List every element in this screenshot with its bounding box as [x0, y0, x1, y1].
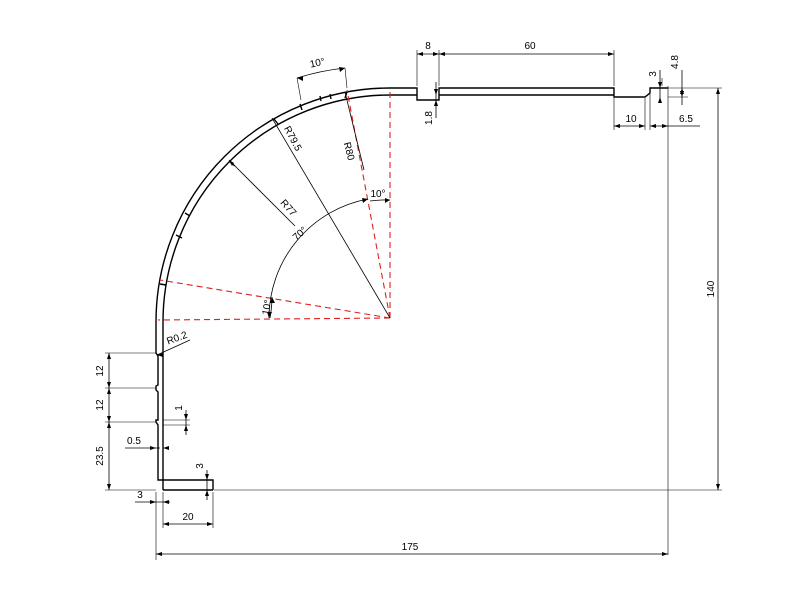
arc-notches	[159, 91, 348, 286]
dim-label-r77: R77	[278, 198, 299, 219]
dim-label-12-b: 12	[95, 399, 106, 411]
dim-label-3-bottom-v: 3	[195, 463, 206, 469]
dim-label-175: 175	[402, 542, 419, 553]
dim-label-70deg: 70°	[291, 225, 310, 243]
dim-label-1-8: 1.8	[424, 111, 435, 125]
dim-label-6-5: 6.5	[679, 114, 693, 125]
bottom-flange	[163, 479, 214, 490]
outer-profile	[155, 87, 668, 491]
dim-label-4-8: 4.8	[670, 55, 681, 69]
dimension-lines	[108, 53, 719, 555]
dim-label-12-a: 12	[95, 365, 106, 377]
dim-label-60: 60	[524, 41, 536, 52]
dim-label-3-bottom-h: 3	[137, 490, 143, 501]
dim-label-10deg-left: 10°	[261, 299, 274, 316]
dim-label-23-5: 23.5	[95, 446, 106, 466]
dim-label-0-5: 0.5	[127, 436, 141, 447]
dim-label-r80: R80	[341, 141, 356, 162]
inner-profile	[162, 94, 614, 480]
part-outline	[155, 87, 668, 491]
dim-label-3-top: 3	[648, 71, 659, 77]
dim-label-8: 8	[425, 41, 431, 52]
extension-lines	[105, 50, 722, 560]
dim-label-10deg-mid: 10°	[370, 189, 385, 200]
dimension-labels: 8 60 3 4.8 10 6.5 1.8 10° R79.5 R80 R77 …	[95, 41, 717, 553]
centerlines	[157, 88, 391, 321]
dim-label-r0-2: R0.2	[165, 330, 189, 348]
dim-label-10deg-top: 10°	[309, 57, 326, 71]
dim-label-1: 1	[174, 405, 185, 411]
dim-label-10-right: 10	[625, 114, 637, 125]
dim-label-140: 140	[706, 280, 717, 297]
dim-label-20: 20	[182, 512, 194, 523]
arrowheads	[107, 52, 720, 556]
